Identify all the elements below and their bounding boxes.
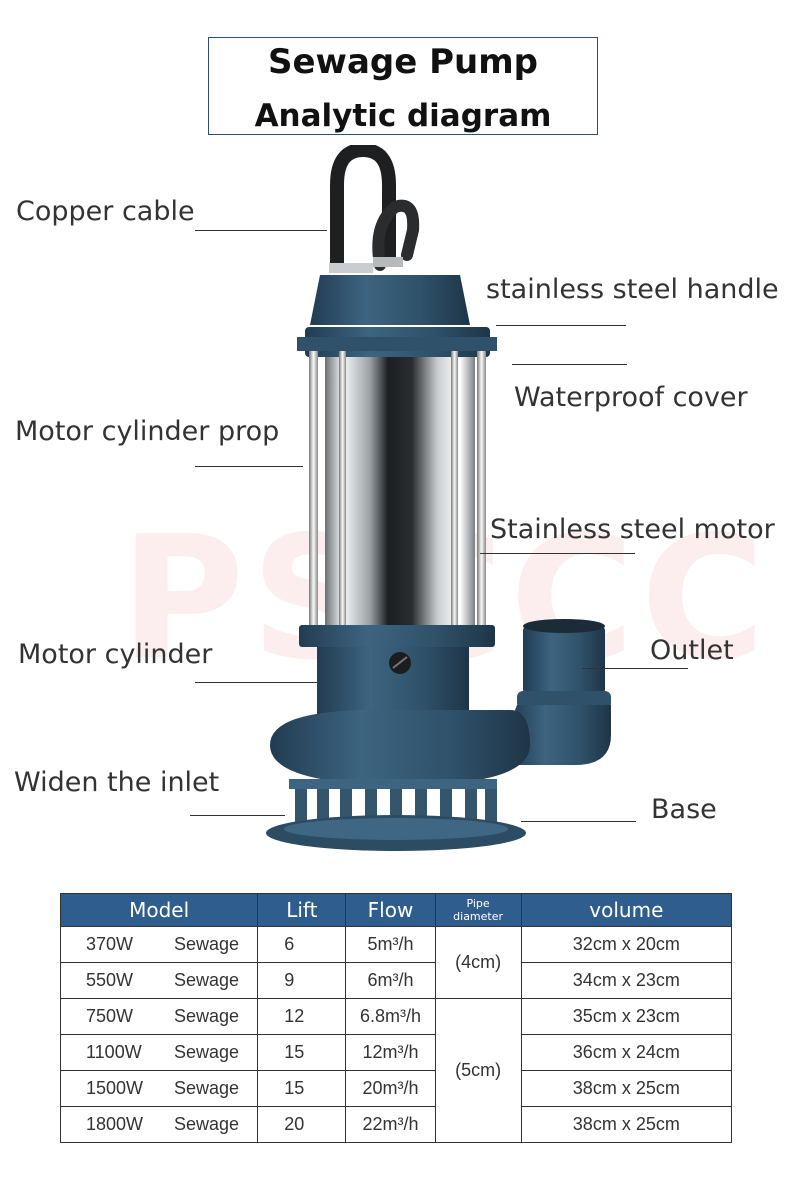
flow-cell: 20m³/h bbox=[345, 1070, 436, 1107]
title-box: Sewage Pump Analytic diagram bbox=[208, 37, 598, 135]
pipe-cell: (4cm) bbox=[434, 926, 522, 999]
flow-cell: 22m³/h bbox=[345, 1106, 436, 1143]
page-subtitle: Analytic diagram bbox=[209, 98, 597, 134]
lift-cell: 12 bbox=[257, 998, 347, 1035]
leader-motor-cylinder-prop bbox=[195, 466, 303, 467]
header-flow: Flow bbox=[345, 893, 436, 927]
sewage-pump-illustration bbox=[266, 145, 611, 851]
page-title: Sewage Pump bbox=[267, 42, 539, 82]
label-base: Base bbox=[651, 794, 717, 825]
leader-stainless-motor bbox=[480, 553, 635, 554]
lift-cell: 15 bbox=[257, 1034, 347, 1071]
flow-cell: 6m³/h bbox=[345, 962, 436, 999]
header-model: Model bbox=[59, 893, 259, 927]
volume-cell: 38cm x 25cm bbox=[520, 1106, 733, 1143]
flow-cell: 6.8m³/h bbox=[345, 998, 436, 1035]
volume-cell: 38cm x 25cm bbox=[520, 1070, 733, 1107]
leader-outlet bbox=[582, 668, 688, 669]
lift-cell: 15 bbox=[257, 1070, 347, 1107]
label-widen-inlet: Widen the inlet bbox=[14, 767, 220, 798]
label-handle: stainless steel handle bbox=[486, 274, 779, 305]
flow-cell: 5m³/h bbox=[345, 926, 436, 963]
label-stainless-motor: Stainless steel motor bbox=[490, 514, 775, 545]
label-motor-cylinder-prop: Motor cylinder prop bbox=[15, 416, 280, 447]
label-outlet: Outlet bbox=[650, 635, 734, 666]
lift-cell: 20 bbox=[257, 1106, 347, 1143]
volume-cell: 34cm x 23cm bbox=[520, 962, 733, 999]
label-copper-cable: Copper cable bbox=[16, 196, 195, 227]
header-lift: Lift bbox=[257, 893, 347, 927]
leader-waterproof-cover bbox=[512, 364, 627, 365]
volume-cell: 36cm x 24cm bbox=[520, 1034, 733, 1071]
flow-cell: 12m³/h bbox=[345, 1034, 436, 1071]
leader-motor-cylinder bbox=[195, 682, 317, 683]
volume-cell: 32cm x 20cm bbox=[520, 926, 733, 963]
lift-cell: 9 bbox=[257, 962, 347, 999]
lift-cell: 6 bbox=[257, 926, 347, 963]
volume-cell: 35cm x 23cm bbox=[520, 998, 733, 1035]
header-volume: volume bbox=[520, 893, 733, 927]
pipe-cell: (5cm) bbox=[434, 998, 522, 1143]
leader-widen-inlet bbox=[190, 815, 285, 816]
leader-copper-cable bbox=[195, 230, 327, 231]
label-waterproof-cover: Waterproof cover bbox=[514, 382, 748, 413]
label-motor-cylinder: Motor cylinder bbox=[18, 639, 213, 670]
leader-handle bbox=[496, 325, 626, 326]
leader-base bbox=[521, 821, 636, 822]
